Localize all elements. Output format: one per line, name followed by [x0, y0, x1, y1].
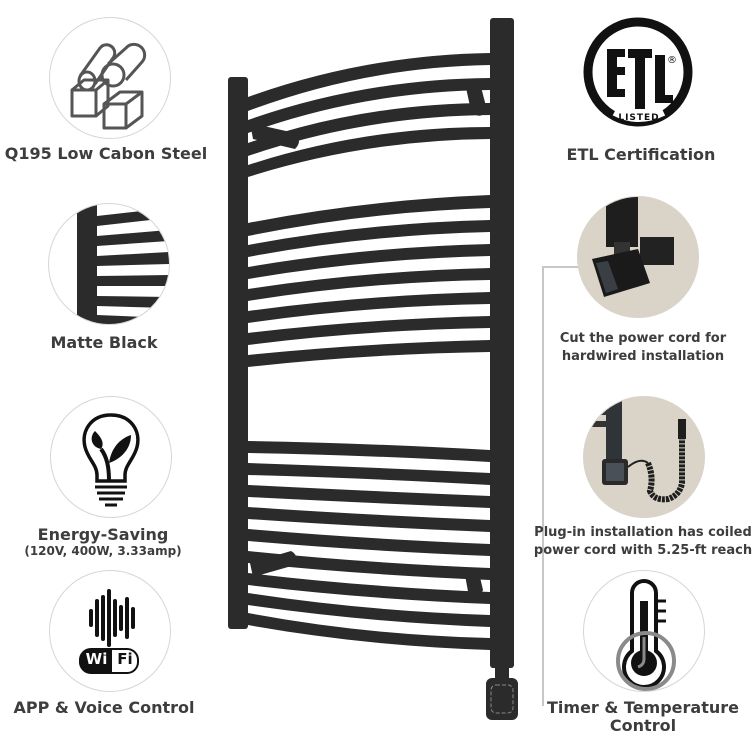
feature-line-2: hardwired installation: [561, 348, 725, 364]
matte-black-rack-icon: [48, 203, 170, 325]
registered-mark: ®: [667, 55, 677, 66]
feature-label: Timer & Temperature Control: [547, 698, 739, 736]
feature-label: Cut the power cord for hardwired install…: [560, 330, 726, 365]
feature-label: Plug-in installation has coiled power co…: [534, 524, 752, 559]
etl-listed-logo: LISTED ®: [580, 14, 702, 136]
feature-line-1: Cut the power cord for: [559, 331, 727, 346]
plug-in-coiled-cord-photo: [583, 396, 705, 518]
feature-label: Matte Black: [50, 333, 158, 352]
feature-line-1: Timer & Temperature: [547, 698, 739, 717]
feature-label: APP & Voice Control: [13, 698, 195, 717]
feature-line-2: power cord with 5.25-ft reach: [533, 542, 753, 558]
feature-title: Energy-Saving: [37, 525, 169, 544]
connector-line: [542, 266, 544, 706]
connector-line: [542, 266, 582, 268]
feature-label: ETL Certification: [566, 145, 716, 164]
thermometer-icon: [583, 570, 705, 692]
feature-label: Energy-Saving (120V, 400W, 3.33amp): [24, 525, 182, 559]
etl-listed-text: LISTED: [618, 113, 660, 123]
feature-line-2: Control: [609, 716, 677, 736]
hardwire-junction-photo: [577, 196, 699, 318]
steel-material-icon: [49, 17, 171, 139]
wifi-badge-left: Wi: [85, 650, 108, 668]
feature-label: Q195 Low Cabon Steel: [4, 144, 208, 163]
eco-bulb-icon: [50, 396, 172, 518]
wifi-badge-right: Fi: [117, 650, 133, 668]
heated-towel-rack-image: [225, 15, 525, 735]
voice-wifi-icon: Wi Fi: [49, 570, 171, 692]
feature-line-1: Plug-in installation has coiled: [534, 525, 752, 540]
feature-spec: (120V, 400W, 3.33amp): [24, 544, 182, 559]
